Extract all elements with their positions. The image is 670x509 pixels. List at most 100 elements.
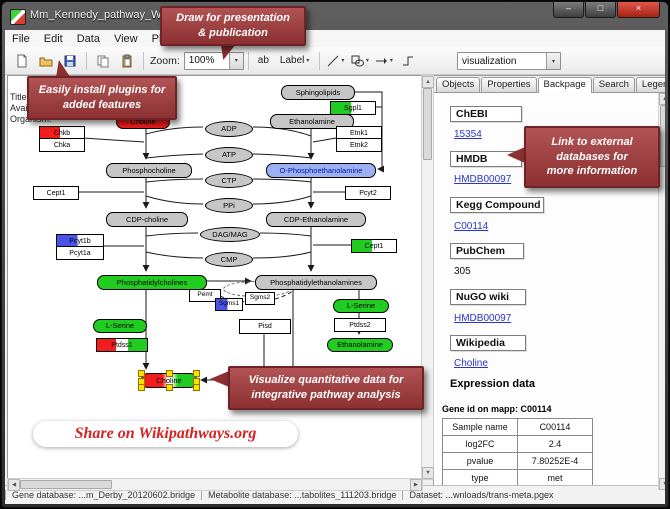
node-ethanolamine-top[interactable]: Ethanolamine [270,114,354,129]
node-ppi[interactable]: PPi [205,198,253,213]
save-icon [63,54,77,68]
table-cell: log2FC [442,435,518,453]
table-cell: pvalue [442,452,518,470]
node-phosphatidylethanolamines[interactable]: Phosphatidylethanolamines [255,275,377,290]
line-tool-button[interactable]: ▾ [324,50,347,72]
scroll-down-icon[interactable]: ▼ [659,478,665,490]
tab-legend[interactable]: Legend [635,77,665,92]
node-l-serine-left[interactable]: L-Serine [93,319,147,333]
node-chka[interactable]: Chka [39,138,85,152]
shape-tool-button[interactable]: ▾ [348,50,371,72]
chebi-link[interactable]: 15354 [454,129,482,140]
node-cdp-ethanolamine[interactable]: CDP-Ethanolamine [266,212,366,227]
node-ethanolamine-bottom[interactable]: Ethanolamine [327,338,393,352]
save-button[interactable] [58,50,81,72]
label-tool-button[interactable]: Label ▾ [275,50,314,72]
title-bar[interactable]: Mm_Kennedy_pathway_WP1771_45176.gpml... … [2,2,668,29]
selection-handle[interactable] [138,370,145,377]
node-sgpl1[interactable]: Sgpl1 [330,101,376,115]
node-adp[interactable]: ADP [205,121,253,137]
kegg-link[interactable]: C00114 [454,221,489,232]
minimize-button[interactable]: – [553,2,584,18]
node-pcyt1a[interactable]: Pcyt1a [56,246,104,260]
zoom-combobox[interactable]: 100% ▾ [183,51,244,70]
node-dag-mag[interactable]: DAG/MAG [200,227,260,242]
node-cmp[interactable]: CMP [205,252,253,267]
nugo-link[interactable]: HMDB00097 [454,313,512,324]
menu-view[interactable]: View [113,32,138,45]
pathway-canvas[interactable]: Title: Availability: Organism: Sphingoli… [7,75,423,480]
node-ctp[interactable]: CTP [205,173,253,188]
menu-data[interactable]: Data [76,32,100,45]
scroll-down-icon[interactable]: ▼ [422,467,434,479]
visualization-value: visualization [462,55,517,67]
node-pcyt2[interactable]: Pcyt2 [345,186,391,200]
open-file-button[interactable] [34,50,57,72]
node-sgms1[interactable]: Sgms1 [215,298,243,311]
scroll-up-icon[interactable]: ▲ [659,93,665,105]
close-button[interactable]: × [617,2,660,18]
hmdb-link[interactable]: HMDB00097 [454,174,512,185]
arrow-tool-icon [375,55,388,67]
paste-button[interactable] [115,50,138,72]
wikipedia-link[interactable]: Choline [454,358,488,369]
toolbar-separator [319,51,321,70]
arrow-tool-button[interactable]: ▾ [372,50,395,72]
selection-handle[interactable] [138,384,145,391]
selection-handle[interactable] [166,370,173,377]
node-pisd[interactable]: Pisd [239,319,291,334]
node-choline-selected[interactable]: Choline [138,370,200,391]
table-cell: type [442,469,518,487]
menu-edit[interactable]: Edit [43,32,63,45]
node-ptdss2[interactable]: Ptdss2 [334,318,386,332]
chevron-down-icon: ▾ [306,58,310,64]
node-atp[interactable]: ATP [205,147,253,163]
menu-file[interactable]: File [12,32,30,45]
node-cept1-right[interactable]: Cept1 [351,239,397,253]
scrollbar-thumb[interactable] [660,105,665,167]
scroll-up-icon[interactable]: ▲ [422,76,434,88]
new-file-button[interactable] [10,50,33,72]
node-cdp-choline[interactable]: CDP-choline [106,212,188,227]
panel-scrollbar[interactable]: ▲ ▼ [658,93,665,490]
copy-button[interactable] [91,50,114,72]
node-o-phosphoethanolamine[interactable]: O-Phosphoethanolamine [266,163,376,178]
scroll-right-icon[interactable]: ▶ [410,479,422,491]
tab-search[interactable]: Search [592,77,635,92]
node-cept1-left[interactable]: Cept1 [33,186,79,200]
chevron-down-icon[interactable]: ▾ [546,53,560,69]
node-sgms2[interactable]: Sgms2 [245,292,275,305]
tab-properties[interactable]: Properties [481,77,537,92]
node-sphingolipids[interactable]: Sphingolipids [281,85,355,100]
paste-icon [120,54,134,68]
callout-line: & publication [198,27,268,39]
backpage-header-wikipedia: Wikipedia [450,335,526,351]
tab-objects[interactable]: Objects [436,77,481,92]
node-phosphocholine[interactable]: Phosphocholine [106,163,192,178]
expression-data-title: Expression data [450,378,535,390]
canvas-horizontal-scrollbar[interactable]: ◀ ▶ [7,478,423,491]
scrollbar-thumb[interactable] [423,88,432,160]
selection-handle[interactable] [166,384,173,391]
visualization-combobox[interactable]: visualization ▾ [457,52,561,70]
connector-tool-button[interactable] [396,50,419,72]
selection-handle[interactable] [193,384,200,391]
canvas-vertical-scrollbar[interactable]: ▲ ▼ [421,75,434,480]
maximize-button[interactable]: □ [585,2,616,18]
text-label-tool-button[interactable]: ab [253,50,274,72]
new-file-icon [15,54,29,68]
node-pemt[interactable]: Pemt [189,289,221,302]
chevron-down-icon[interactable]: ▾ [228,52,243,69]
table-cell: met [517,469,593,487]
selection-handle[interactable] [193,370,200,377]
node-ptdss1[interactable]: Ptdss1 [96,338,148,352]
node-etnk2[interactable]: Etnk2 [336,138,382,152]
scrollbar-thumb[interactable] [20,480,112,489]
chevron-down-icon: ▾ [389,58,393,64]
table-cell: 2.4 [517,435,593,453]
node-l-serine-right[interactable]: L-Serine [333,299,389,313]
tab-backpage[interactable]: Backpage [537,77,592,93]
scroll-left-icon[interactable]: ◀ [8,479,20,491]
node-phosphatidylcholines[interactable]: Phosphatidylcholines [97,275,207,290]
callout-line: Draw for presentation [176,12,290,25]
